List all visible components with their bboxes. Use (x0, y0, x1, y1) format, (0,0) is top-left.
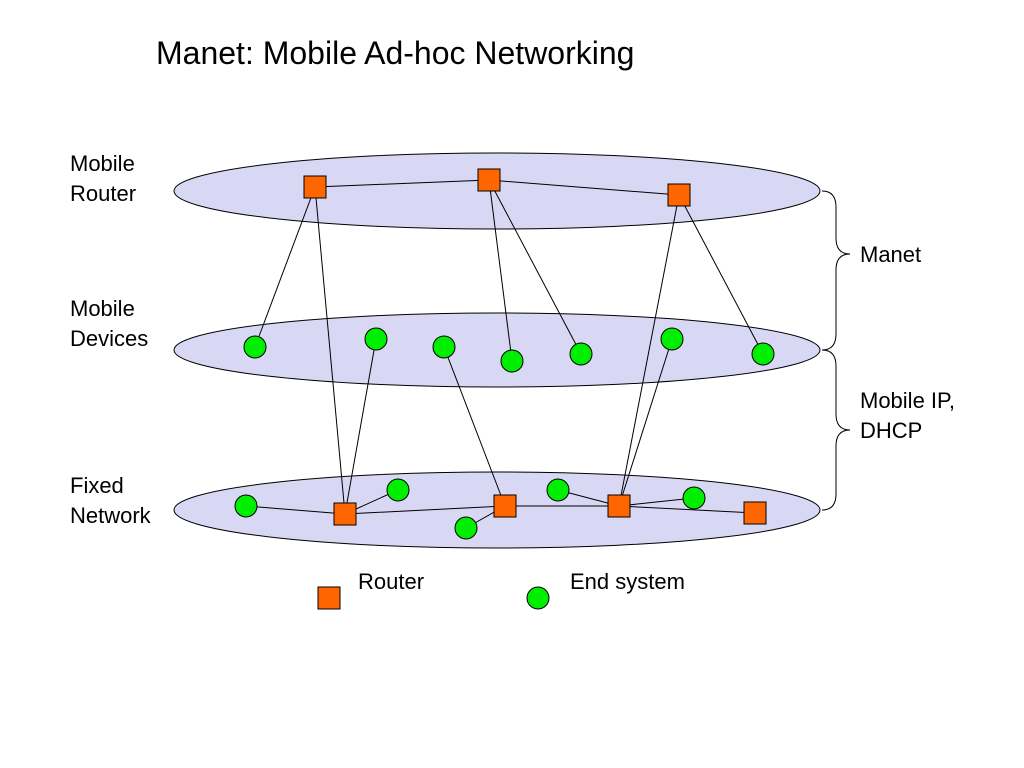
link (314, 179, 490, 188)
end-system-icon (386, 478, 410, 502)
label-line: Mobile (70, 296, 135, 321)
legend-end-system-label: End system (570, 569, 685, 594)
end-system-icon (432, 335, 456, 359)
end-system-icon (546, 478, 570, 502)
mobile-ip-brace (821, 349, 851, 511)
label-line: Router (70, 181, 137, 206)
legend-router-label: Router (358, 569, 425, 594)
page-title: Manet: Mobile Ad-hoc Networking (156, 35, 635, 71)
router-icon (493, 494, 517, 518)
link (618, 505, 756, 514)
routers (303, 168, 767, 526)
label-line: Network (70, 503, 151, 528)
end-system-icon (682, 486, 706, 510)
mobile-ip-brace-label: Mobile IP, DHCP (860, 386, 955, 446)
link (488, 179, 513, 362)
end-systems (234, 327, 775, 540)
link (618, 194, 680, 507)
link (488, 179, 582, 355)
link (443, 346, 506, 507)
link (618, 338, 673, 507)
fixed-network-label: Fixed Network (70, 471, 151, 531)
label-line: DHCP (860, 418, 923, 443)
link (678, 194, 764, 355)
mobile-devices-layer (173, 312, 821, 388)
link (344, 338, 377, 515)
manet-brace-label: Manet (860, 242, 922, 267)
router-icon (667, 183, 691, 207)
link (314, 186, 346, 515)
manet-brace (821, 190, 851, 351)
link (254, 186, 316, 348)
end-system-icon (243, 335, 267, 359)
end-system-icon (500, 349, 524, 373)
legend-end-system-icon (526, 586, 550, 610)
label-line: Mobile IP, (860, 388, 955, 413)
router-icon (743, 501, 767, 525)
link (488, 179, 680, 196)
label-line: Mobile (70, 151, 135, 176)
end-system-icon (364, 327, 388, 351)
router-icon (607, 494, 631, 518)
link (245, 505, 346, 515)
link (344, 505, 506, 515)
label-line: Devices (70, 326, 149, 351)
router-icon (477, 168, 501, 192)
end-system-icon (454, 516, 478, 540)
end-system-icon (660, 327, 684, 351)
mobile-devices-label: Mobile Devices (70, 294, 148, 354)
router-icon (303, 175, 327, 199)
end-system-icon (569, 342, 593, 366)
end-system-icon (751, 342, 775, 366)
router-icon (333, 502, 357, 526)
mobile-router-label: Mobile Router (70, 149, 136, 209)
label-line: Fixed (70, 473, 124, 498)
legend-router-icon (317, 586, 341, 610)
link (618, 497, 695, 507)
end-system-icon (234, 494, 258, 518)
